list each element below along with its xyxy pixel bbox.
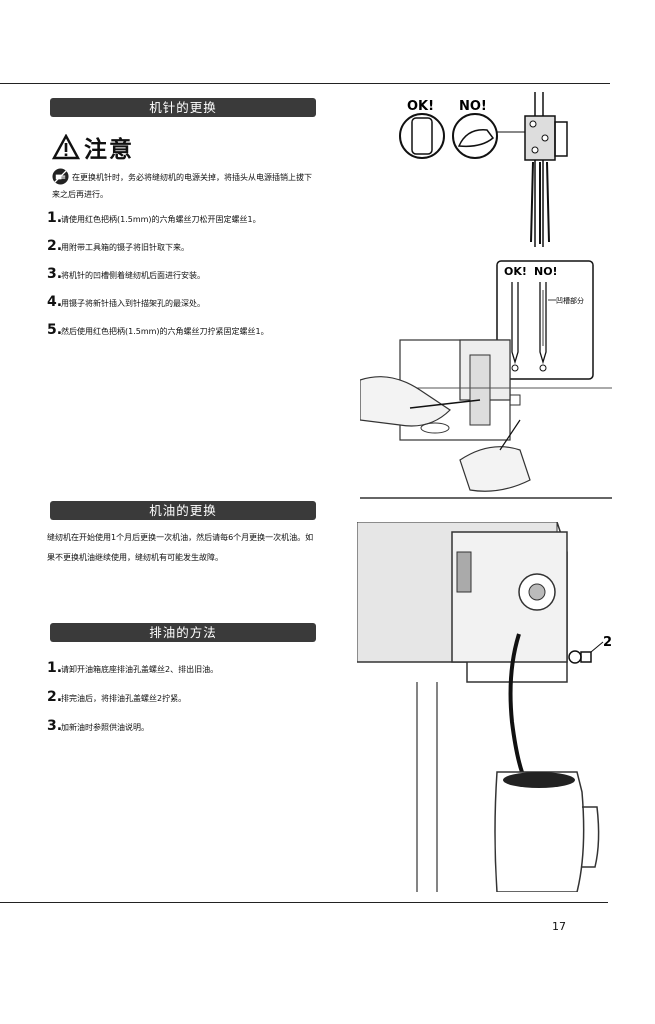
groove-label: 凹槽部分 [556, 296, 584, 305]
needle-step: 3.将机针的凹槽侧着缝纫机后面进行安装。 [47, 266, 205, 282]
caution-note: 在更换机针时，务必将缝纫机的电源关掉，将插头从电源插销上拔下来之后再进行。 [52, 168, 317, 203]
needle-step: 2.用附带工具箱的镊子将旧针取下来。 [47, 238, 189, 254]
oil-change-text: 缝纫机在开始使用1个月后更换一次机油，然后请每6个月更换一次机油。如果不更换机油… [47, 533, 314, 562]
warning-icon [52, 134, 80, 160]
drain-step: 2.排完油后，将排油孔盖螺丝2拧紧。 [47, 689, 187, 705]
section-title-needle: 机针的更换 [50, 98, 316, 117]
top-rule [0, 83, 610, 84]
needle-step: 5.然后使用红色把柄(1.5mm)的六角螺丝刀拧紧固定螺丝1。 [47, 322, 269, 338]
needle-step: 1.请使用红色把柄(1.5mm)的六角螺丝刀松开固定螺丝1。 [47, 210, 261, 226]
needle-groove-figure: OK! NO! 凹槽部分 [496, 260, 594, 380]
no-label: NO! [459, 99, 487, 114]
no-label-2: NO! [534, 265, 558, 278]
bottom-rule [0, 902, 608, 903]
section-title-drain: 排油的方法 [50, 623, 316, 642]
needle-replacement-illustration [360, 339, 612, 499]
section-title-oil-change: 机油的更换 [50, 501, 316, 520]
oil-drain-illustration: 2 [357, 522, 612, 892]
caution-label: 注意 [84, 137, 134, 163]
caution-note-text: 在更换机针时，务必将缝纫机的电源关掉，将插头从电源插销上拔下来之后再进行。 [52, 173, 312, 199]
needle-step: 4.用镊子将新针插入到针描架孔的最深处。 [47, 294, 205, 310]
caution-heading: 注意 [52, 132, 134, 163]
drain-step: 1.请卸开油箱底座排油孔盖螺丝2、排出旧油。 [47, 660, 219, 676]
page-number: 17 [552, 920, 566, 933]
ok-label-2: OK! [504, 265, 527, 278]
screw-2-label: 2 [603, 635, 612, 650]
needle-detail-figure: OK! NO! [399, 92, 568, 247]
ok-label: OK! [407, 99, 434, 114]
drain-step: 3.加新油时参照供油说明。 [47, 718, 149, 734]
unplug-icon [52, 168, 69, 185]
